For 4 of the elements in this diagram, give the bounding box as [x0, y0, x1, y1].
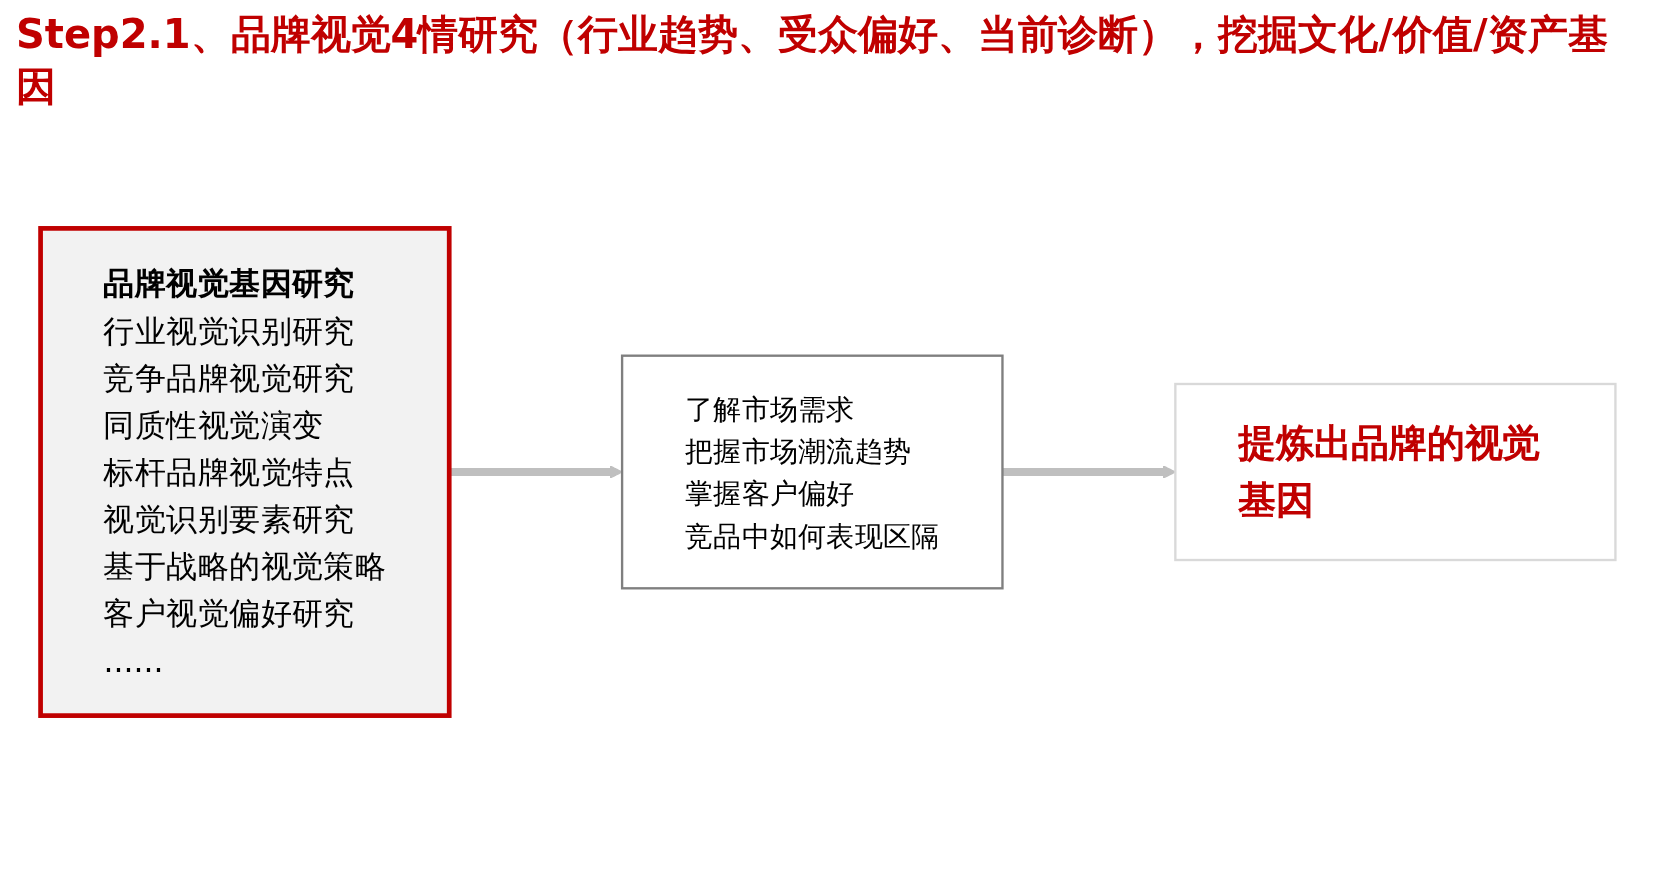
node-box: 品牌视觉基因研究 行业视觉识别研究 竞争品牌视觉研究 同质性视觉演变 标杆品牌视觉特点 视觉识别要素研究 基于战略的视觉策略 客户视觉偏好研究 ......: [37, 226, 452, 718]
node-box: 提炼出品牌的视觉基因: [1173, 382, 1617, 562]
node-box: 了解市场需求 把握市场潮流趋势 掌握客户偏好 竞品中如何表现区隔: [620, 354, 1004, 590]
page-title: Step2.1、品牌视觉4情研究（行业趋势、受众偏好、当前诊断），挖掘文化/价值/资产基因: [16, 10, 1609, 111]
